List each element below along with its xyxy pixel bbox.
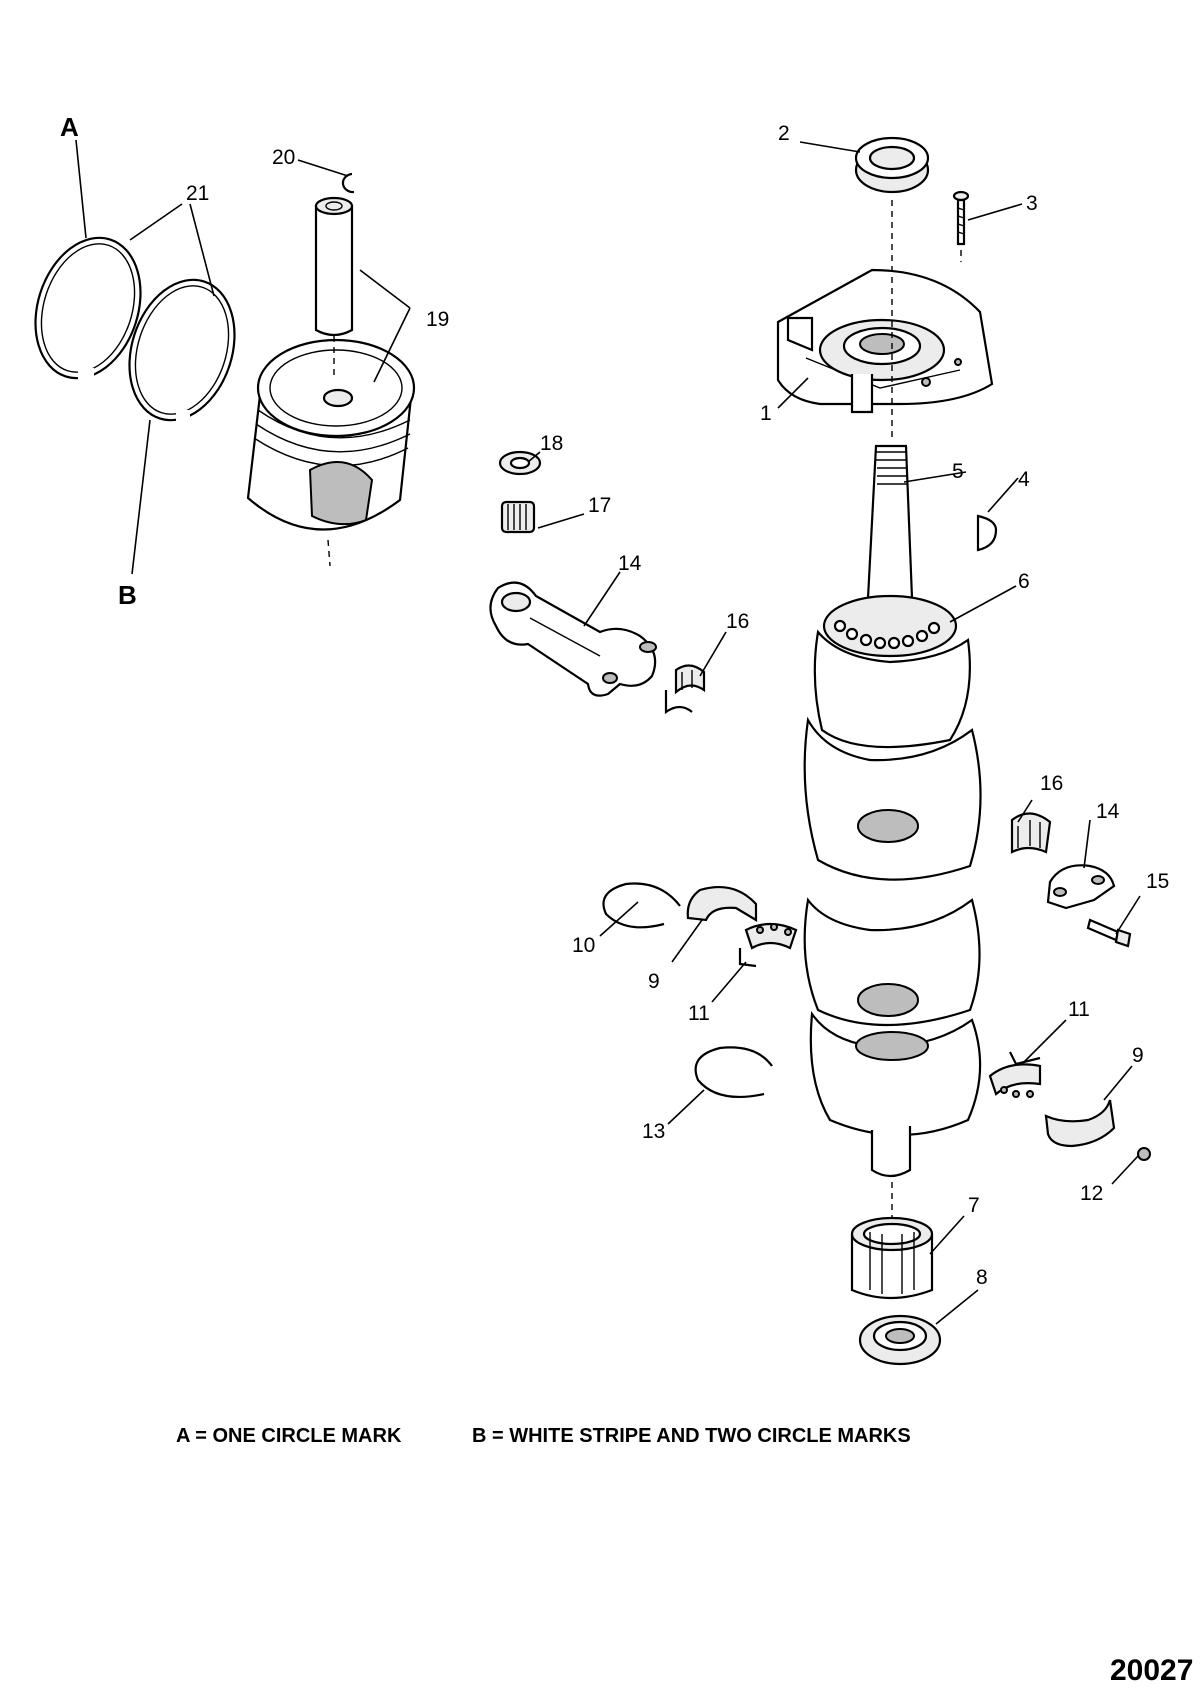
callout-9-left: 9: [648, 970, 660, 993]
ring-label-b: B: [118, 580, 137, 610]
lower-roller-bearing: [850, 1216, 934, 1300]
piston-ring-a: [34, 236, 142, 380]
bearing-cage-16-right: [1010, 812, 1052, 854]
upper-oil-seal: [854, 136, 930, 194]
piston-pin-clip: [341, 172, 355, 194]
ring-label-a: A: [60, 112, 79, 142]
callout-11-right: 11: [1068, 998, 1090, 1021]
crankshaft: [803, 444, 982, 1228]
callout-16-right: 16: [1040, 772, 1063, 795]
connecting-rod: [489, 581, 657, 697]
callout-16-upper: 16: [726, 610, 749, 633]
bearing-cage-11-left: [738, 922, 798, 968]
legend-a: A = ONE CIRCLE MARK: [176, 1425, 402, 1447]
figure-number: 20027: [1110, 1654, 1193, 1687]
callout-10: 10: [572, 934, 595, 957]
legend: A = ONE CIRCLE MARK B = WHITE STRIPE AND…: [176, 1425, 911, 1447]
callout-12: 12: [1080, 1182, 1103, 1205]
callout-8: 8: [976, 1266, 988, 1289]
piston-ring-b: [128, 278, 236, 424]
callout-7: 7: [968, 1194, 980, 1217]
callout-14-right: 14: [1096, 800, 1120, 823]
bearing-cage-left: [664, 664, 706, 715]
callout-20: 20: [272, 146, 295, 169]
callout-2: 2: [778, 122, 790, 145]
callout-labels: A B 21 20 19 18 17 14 16 2 3 1 4 5 6 16 …: [60, 112, 1169, 1289]
legend-b: B = WHITE STRIPE AND TWO CIRCLE MARKS: [472, 1425, 911, 1447]
callout-3: 3: [1026, 192, 1038, 215]
needle-bearing-small: [500, 500, 536, 534]
callout-11-left: 11: [688, 1002, 710, 1025]
upper-end-cap: [776, 268, 994, 414]
screw-12: [1137, 1147, 1151, 1161]
callout-18: 18: [540, 432, 563, 455]
bearing-race-9-left: [686, 886, 758, 922]
callout-9-right: 9: [1132, 1044, 1144, 1067]
callout-14-upper: 14: [618, 552, 642, 575]
rod-cap-bolt-15: [1086, 918, 1132, 948]
retaining-ring-10: [602, 882, 681, 929]
callout-5: 5: [952, 460, 964, 483]
rod-cap-14: [1046, 864, 1116, 910]
bearing-race-9-right: [1044, 1099, 1116, 1148]
lower-oil-seal: [858, 1314, 942, 1366]
screw: [952, 190, 970, 262]
callout-19: 19: [426, 308, 449, 331]
woodruff-key: [976, 514, 998, 552]
callout-17: 17: [588, 494, 611, 517]
callout-15: 15: [1146, 870, 1169, 893]
piston-pin: [314, 196, 354, 337]
callout-1: 1: [760, 402, 772, 425]
callout-4: 4: [1018, 468, 1030, 491]
callout-21: 21: [186, 182, 209, 205]
washer: [498, 450, 542, 476]
callout-6: 6: [1018, 570, 1030, 593]
piston: [246, 336, 416, 567]
bearing-cage-11-right: [988, 1051, 1042, 1098]
leader-lines: [75, 139, 1141, 1325]
callout-13: 13: [642, 1120, 665, 1143]
retaining-ring-13: [694, 1046, 773, 1098]
